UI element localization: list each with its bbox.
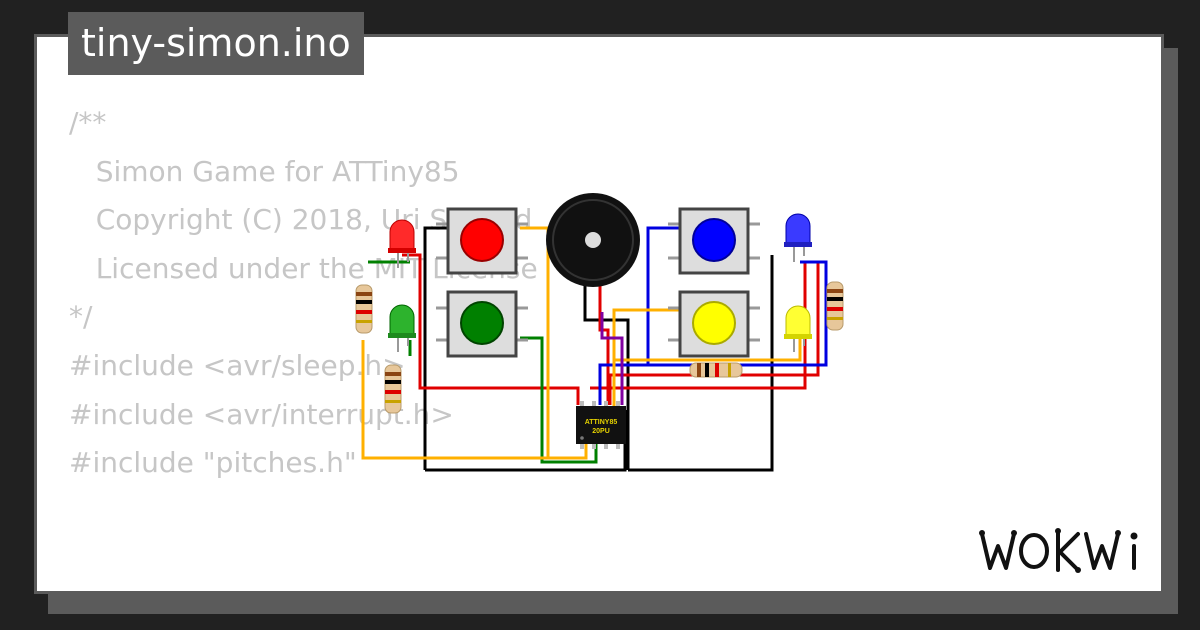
button-yellow[interactable] xyxy=(668,290,760,358)
buzzer xyxy=(546,193,640,287)
wire xyxy=(598,260,610,405)
chip-label-line1: ATTINY85 xyxy=(585,419,618,426)
wire xyxy=(520,336,598,464)
wire xyxy=(361,340,588,460)
button-blue[interactable] xyxy=(668,207,760,275)
code-line: Simon Game for ATTiny85 xyxy=(69,154,460,188)
resistor xyxy=(689,362,743,378)
led-green[interactable] xyxy=(388,304,416,352)
code-line: */ xyxy=(69,300,93,334)
wires xyxy=(361,226,828,472)
resistor xyxy=(826,281,844,331)
code-line: #include <avr/sleep.h> xyxy=(69,348,406,382)
wire xyxy=(402,253,580,405)
wire xyxy=(628,255,774,472)
wire xyxy=(590,262,807,390)
led-red[interactable] xyxy=(388,219,416,268)
wire xyxy=(583,260,630,470)
wokwi-logo[interactable] xyxy=(976,522,1152,578)
code-line: /** xyxy=(69,106,107,139)
wire xyxy=(612,308,680,360)
circuit-diagram: ATTINY85 20PU xyxy=(355,193,844,472)
code-block: /** Simon Game for ATTiny85 Copyright (C… xyxy=(69,99,538,488)
wire xyxy=(423,226,448,470)
resistor xyxy=(355,284,373,334)
code-line: #include "pitches.h" xyxy=(69,446,357,480)
wire xyxy=(600,312,624,405)
button-green[interactable] xyxy=(436,290,528,358)
attiny85-chip: ATTINY85 20PU xyxy=(576,401,626,449)
led-yellow[interactable] xyxy=(784,305,812,352)
button-red[interactable] xyxy=(436,207,528,275)
file-title: tiny-simon.ino xyxy=(68,12,364,75)
code-line: #include <avr/interrupt.h> xyxy=(69,397,454,431)
wire xyxy=(612,338,802,440)
chip-label-line2: 20PU xyxy=(592,428,610,435)
led-blue[interactable] xyxy=(784,213,812,262)
resistor xyxy=(384,364,402,414)
